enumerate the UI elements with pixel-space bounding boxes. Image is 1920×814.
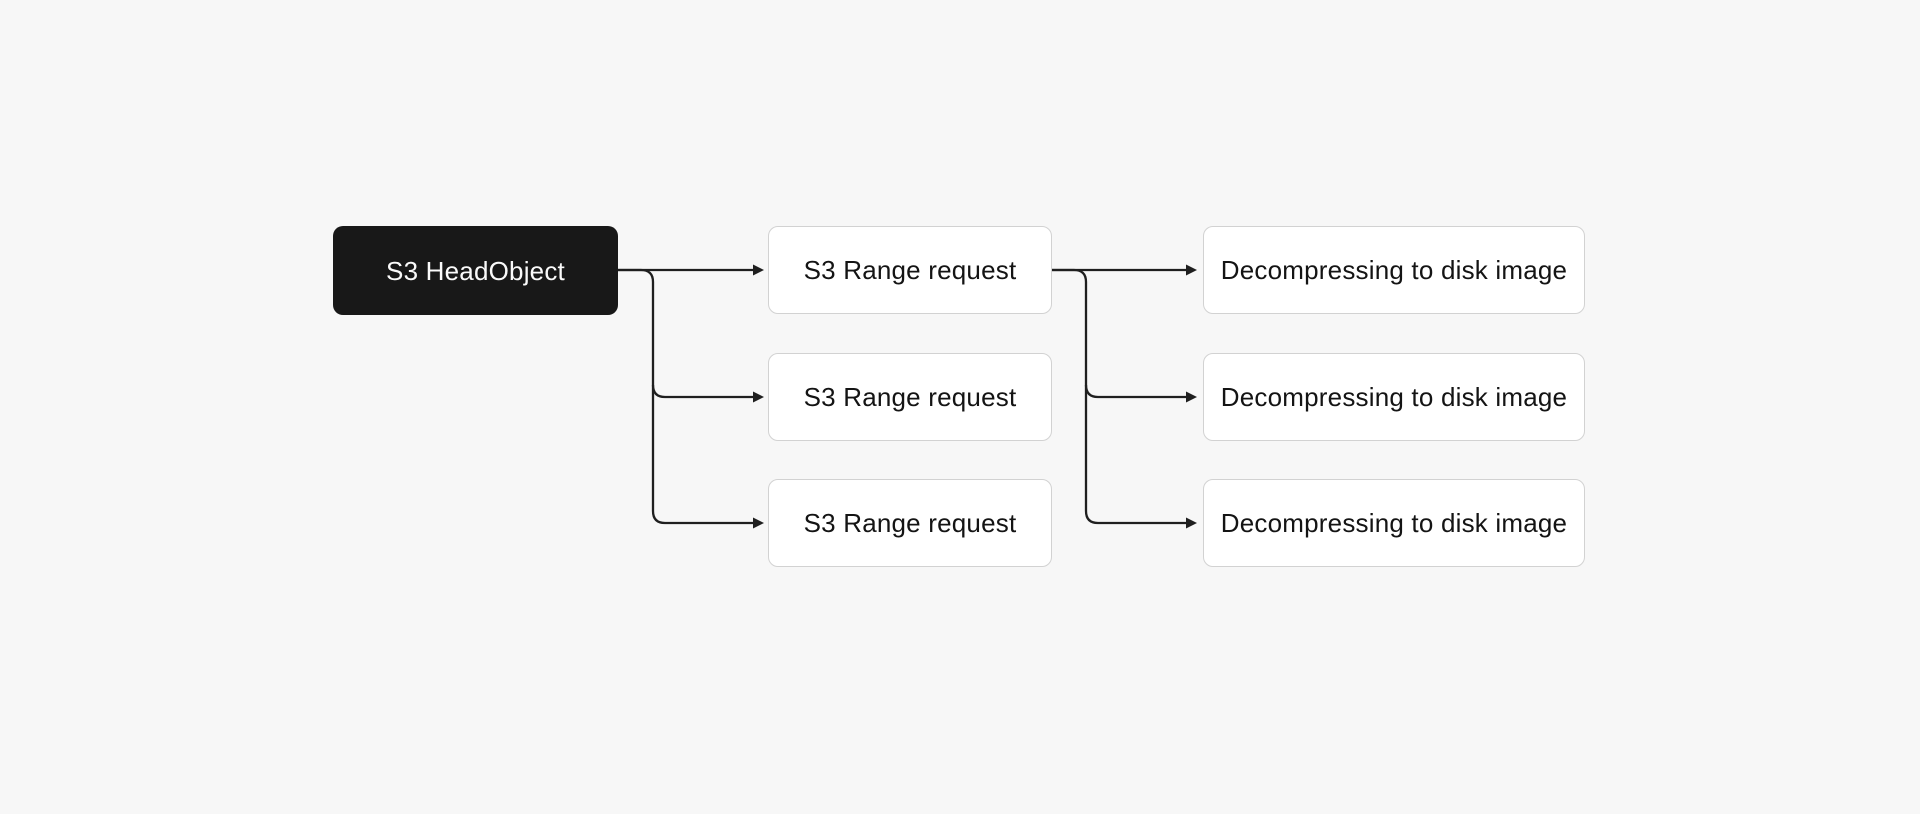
node-decompressing-2: Decompressing to disk image (1203, 353, 1585, 441)
edge-source-to-range-3 (618, 268, 754, 525)
node-label: S3 Range request (803, 382, 1017, 412)
node-decompressing-1: Decompressing to disk image (1203, 226, 1585, 314)
node-s3-range-request-3: S3 Range request (768, 479, 1052, 567)
node-label: Decompressing to disk image (1220, 508, 1568, 538)
node-label: S3 Range request (803, 255, 1017, 285)
node-label: Decompressing to disk image (1220, 382, 1568, 412)
edge-range-to-decompress-2 (1084, 384, 1187, 399)
arrowhead-icon (1186, 264, 1197, 276)
node-decompressing-3: Decompressing to disk image (1203, 479, 1585, 567)
arrowhead-icon (753, 391, 764, 403)
node-s3-range-request-1: S3 Range request (768, 226, 1052, 314)
edge-source-to-range-2 (651, 384, 754, 399)
node-s3-headobject: S3 HeadObject (333, 226, 618, 315)
arrowhead-icon (1186, 391, 1197, 403)
arrowhead-icon (1186, 517, 1197, 529)
edge-range-to-decompress-3 (1052, 268, 1187, 525)
node-label: S3 Range request (803, 508, 1017, 538)
arrowhead-icon (753, 517, 764, 529)
node-s3-range-request-2: S3 Range request (768, 353, 1052, 441)
node-label: S3 HeadObject (386, 255, 565, 286)
arrowhead-icon (753, 264, 764, 276)
node-label: Decompressing to disk image (1220, 255, 1568, 285)
